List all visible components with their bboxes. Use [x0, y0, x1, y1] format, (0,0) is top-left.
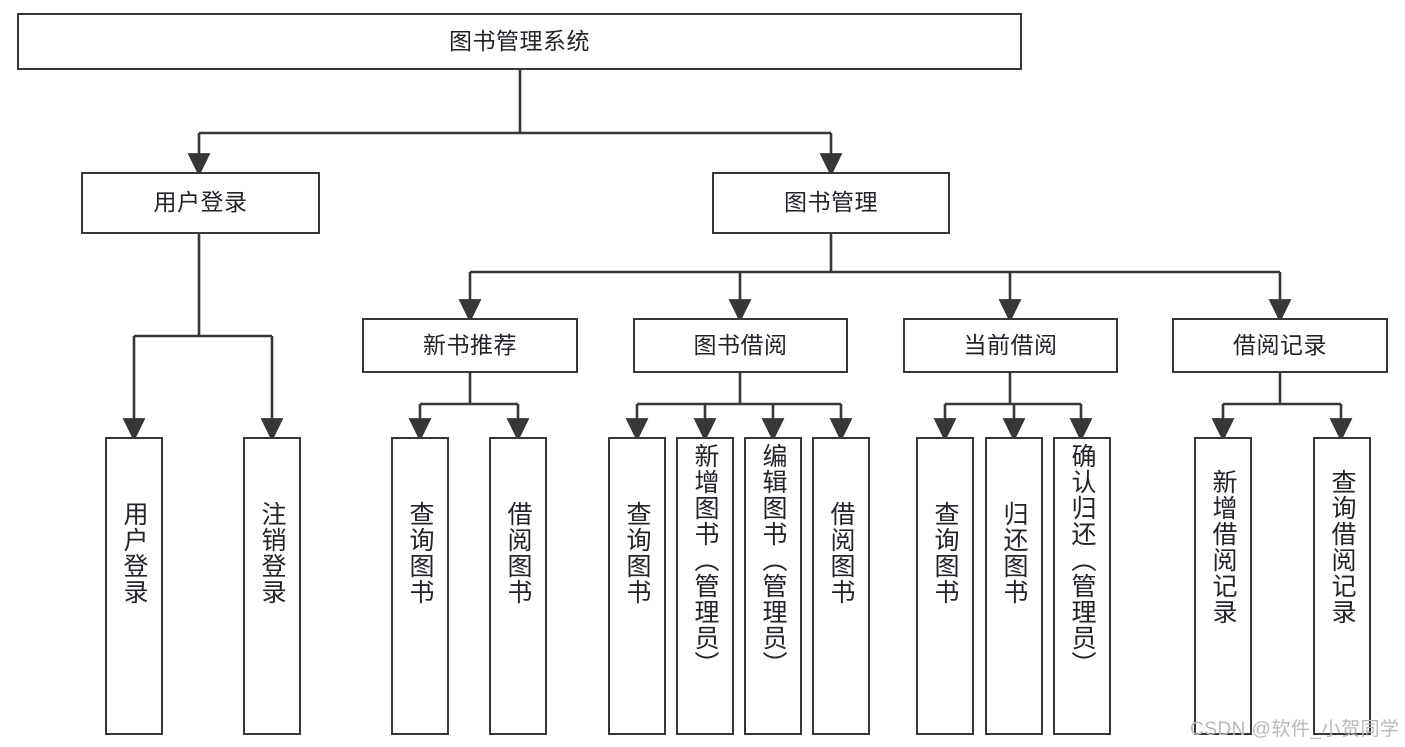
node-new-book-recommend[interactable]: 新书推荐 — [362, 318, 578, 373]
node-leaf-edit-book[interactable]: 编辑图书（管理员） — [744, 437, 802, 735]
node-borrow-record[interactable]: 借阅记录 — [1172, 318, 1388, 373]
node-leaf-query-book-3[interactable]: 查询图书 — [916, 437, 974, 735]
node-user-login[interactable]: 用户登录 — [81, 172, 320, 234]
node-book-borrow-label: 图书借阅 — [693, 331, 788, 358]
node-leaf-return-book[interactable]: 归还图书 — [985, 437, 1043, 735]
node-leaf-add-book-label: 新增图书（管理员） — [691, 443, 719, 677]
node-leaf-query-book-1[interactable]: 查询图书 — [391, 437, 449, 735]
node-leaf-confirm-return-label: 确认归还（管理员） — [1068, 443, 1096, 677]
node-leaf-add-record-label: 新增借阅记录 — [1209, 469, 1237, 625]
node-leaf-query-book-1-label: 查询图书 — [406, 501, 434, 605]
node-leaf-edit-book-label: 编辑图书（管理员） — [759, 443, 787, 677]
csdn-watermark: CSDN @软件_小贺同学 — [1190, 719, 1400, 740]
node-leaf-query-book-2[interactable]: 查询图书 — [608, 437, 666, 735]
node-root-label: 图书管理系统 — [449, 27, 590, 54]
node-leaf-borrow-book-1-label: 借阅图书 — [504, 501, 532, 605]
node-leaf-add-record[interactable]: 新增借阅记录 — [1194, 437, 1252, 735]
node-leaf-logout[interactable]: 注销登录 — [243, 437, 301, 735]
node-borrow-record-label: 借阅记录 — [1233, 331, 1327, 358]
node-leaf-query-record-label: 查询借阅记录 — [1328, 469, 1356, 625]
node-current-borrow[interactable]: 当前借阅 — [903, 318, 1118, 373]
node-book-management[interactable]: 图书管理 — [712, 172, 950, 234]
node-leaf-user-login[interactable]: 用户登录 — [105, 437, 163, 735]
node-leaf-return-book-label: 归还图书 — [1000, 501, 1028, 605]
node-leaf-query-book-2-label: 查询图书 — [623, 501, 651, 605]
node-leaf-query-book-3-label: 查询图书 — [931, 501, 959, 605]
node-book-management-label: 图书管理 — [784, 189, 878, 216]
node-root[interactable]: 图书管理系统 — [17, 13, 1022, 70]
node-book-borrow[interactable]: 图书借阅 — [633, 318, 848, 373]
node-leaf-borrow-book-1[interactable]: 借阅图书 — [489, 437, 547, 735]
node-leaf-add-book[interactable]: 新增图书（管理员） — [676, 437, 734, 735]
node-new-book-recommend-label: 新书推荐 — [423, 331, 517, 358]
node-user-login-label: 用户登录 — [153, 189, 248, 216]
node-leaf-logout-label: 注销登录 — [258, 501, 286, 605]
node-leaf-user-login-label: 用户登录 — [120, 501, 148, 605]
node-leaf-borrow-book-2-label: 借阅图书 — [827, 501, 855, 605]
node-leaf-query-record[interactable]: 查询借阅记录 — [1313, 437, 1371, 735]
node-leaf-borrow-book-2[interactable]: 借阅图书 — [812, 437, 870, 735]
node-current-borrow-label: 当前借阅 — [963, 331, 1058, 358]
node-leaf-confirm-return[interactable]: 确认归还（管理员） — [1053, 437, 1111, 735]
